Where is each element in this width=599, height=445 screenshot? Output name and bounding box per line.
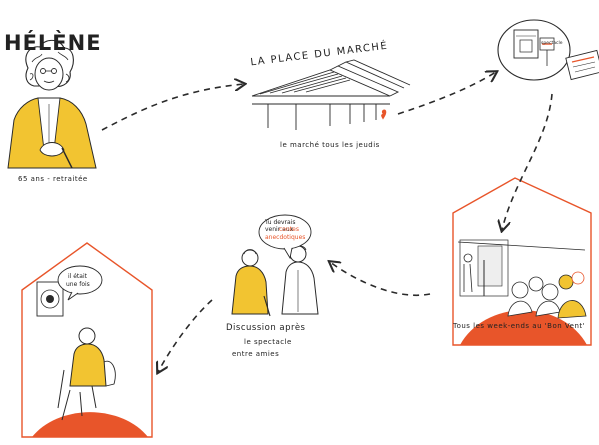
arrow-show-to-discussion	[330, 262, 430, 295]
location-pin-icon	[381, 110, 386, 119]
arrow-poster-to-show	[502, 94, 552, 230]
show-caption: Tous les week-ends au 'Bon Vent'	[453, 322, 585, 330]
discussion-bubble-highlight: contes	[279, 226, 299, 233]
arrow-discussion-to-home	[158, 300, 212, 372]
discussion-bubble-line1: Tu devrais	[265, 219, 295, 226]
discussion-caption-line3: entre amies	[232, 350, 279, 358]
discussion-bubble-highlight2: anecdotiques	[265, 234, 305, 241]
poster-vignette	[498, 20, 570, 80]
discussion-caption-line1: Discussion après	[226, 323, 305, 333]
home-house-frame	[22, 243, 152, 437]
home-bubble-line1: il était	[68, 273, 87, 280]
show-house-frame	[453, 178, 591, 345]
flyer-card	[566, 50, 599, 79]
arrow-portrait-to-market	[102, 84, 244, 130]
market-hall-drawing	[252, 60, 410, 130]
arrow-market-to-poster	[398, 72, 496, 114]
character-name: HÉLÈNE	[4, 31, 102, 55]
market-caption: le marché tous les jeudis	[280, 141, 380, 149]
home-bubble-line2: une fois	[66, 281, 90, 288]
character-caption: 65 ans - retraitée	[18, 175, 88, 183]
helene-portrait	[8, 40, 96, 168]
poster-text: spectacle	[541, 40, 562, 47]
discussion-caption-line2: le spectacle	[244, 338, 292, 346]
